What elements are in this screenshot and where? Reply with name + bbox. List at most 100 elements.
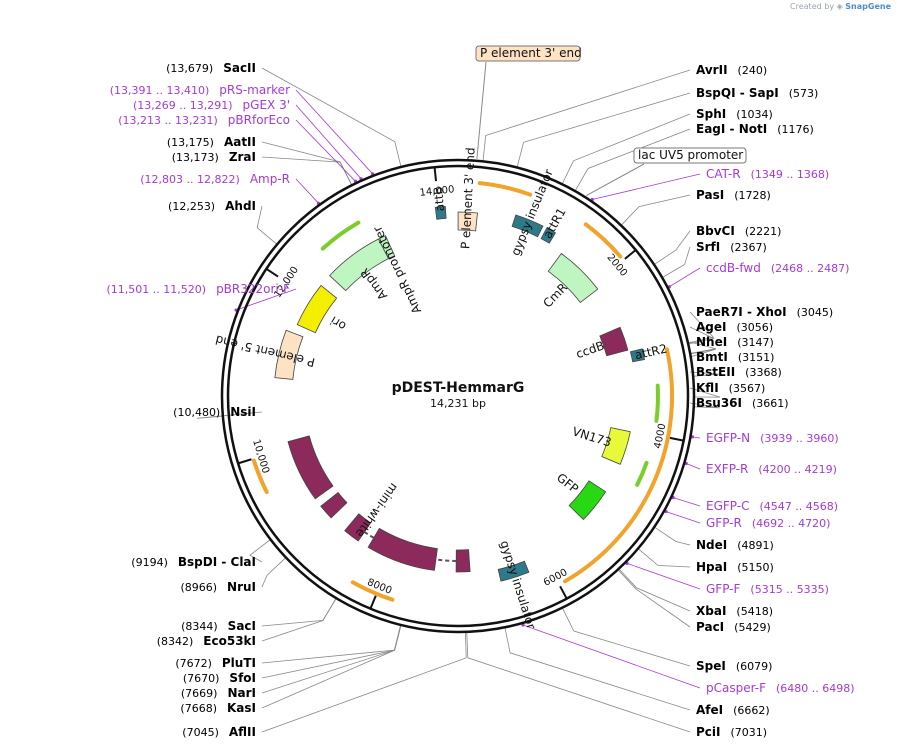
primer-label: EGFP-N (3939 .. 3960) bbox=[706, 431, 839, 445]
feature-insulator bbox=[497, 560, 530, 582]
primer-range: (2468 .. 2487) bbox=[771, 262, 850, 275]
feature-insulator bbox=[540, 227, 557, 244]
site-leader bbox=[654, 230, 691, 265]
primer-label: ccdB-fwd (2468 .. 2487) bbox=[706, 261, 849, 275]
primer-label: GFP-F(5315 .. 5335) bbox=[706, 582, 829, 596]
primer-name: EGFP-N bbox=[706, 431, 750, 445]
plasmid-length: 14,231 bp bbox=[430, 397, 486, 410]
site-leader bbox=[689, 348, 716, 358]
feature-insulator bbox=[434, 205, 447, 220]
primer-leader bbox=[686, 463, 701, 470]
primer-label: EXFP-R(4200 .. 4219) bbox=[706, 462, 837, 476]
primer-leader bbox=[669, 267, 701, 288]
primer-range: (13,213 .. 13,231) bbox=[118, 114, 218, 127]
primer-leader bbox=[627, 563, 701, 590]
site-label: SpeI(6079) bbox=[696, 659, 772, 673]
site-leader bbox=[562, 608, 691, 667]
site-leader bbox=[466, 632, 691, 733]
feature-label: VN173 bbox=[571, 424, 613, 449]
site-label: PciI(7031) bbox=[696, 725, 767, 739]
site-position: (7045) bbox=[182, 726, 219, 739]
snapgene-logo-icon: ◈ bbox=[836, 2, 843, 11]
site-leader bbox=[689, 387, 721, 398]
site-sep: - bbox=[725, 122, 738, 136]
feature-label: attR2 bbox=[634, 341, 669, 362]
site-position: (3056) bbox=[736, 321, 773, 334]
tick-mark bbox=[669, 436, 684, 442]
site-position: (2367) bbox=[730, 241, 767, 254]
site-label: (13,175)AatII bbox=[167, 135, 256, 149]
feature-white bbox=[599, 326, 629, 357]
site-position: (10,480) bbox=[173, 406, 220, 419]
tick-label: 4000 bbox=[653, 423, 669, 450]
primer-range: (4200 .. 4219) bbox=[758, 463, 837, 476]
site-name: PluTI bbox=[222, 656, 256, 670]
feature-insulator bbox=[511, 214, 544, 238]
site-leader bbox=[482, 69, 691, 161]
site-leader bbox=[575, 128, 691, 191]
primer-label: EGFP-C(4547 .. 4568) bbox=[706, 499, 838, 513]
site-label: PaeR7I - XhoI(3045) bbox=[696, 305, 833, 319]
tick-mark bbox=[369, 595, 377, 610]
primer-label: (12,803 .. 12,822)Amp-R bbox=[140, 172, 290, 186]
site-name: XbaI bbox=[696, 604, 726, 618]
annotation-arrows bbox=[251, 181, 675, 602]
primer-name: pGEX 3' bbox=[243, 98, 290, 112]
site-name: HpaI bbox=[696, 560, 727, 574]
primer-leader bbox=[295, 119, 356, 182]
tick-label: 14,000 bbox=[419, 184, 455, 198]
orange-annotation-arrow bbox=[350, 580, 395, 602]
tick-mark bbox=[265, 268, 279, 278]
site-name: AfeI bbox=[696, 703, 723, 717]
primer-leader bbox=[295, 178, 319, 204]
site-sep: - bbox=[743, 305, 756, 319]
map-center: pDEST-HemmarG 14,231 bp bbox=[392, 380, 525, 410]
site-name: NruI bbox=[227, 580, 256, 594]
backbone bbox=[220, 158, 696, 634]
primer-range: (11,501 .. 11,520) bbox=[107, 283, 207, 296]
site-leader bbox=[261, 67, 402, 167]
site-leader bbox=[261, 632, 467, 733]
site-name: SacI bbox=[228, 619, 256, 633]
feature-pelement bbox=[457, 211, 478, 232]
primer-name: ccdB-fwd bbox=[706, 261, 761, 275]
site-leader bbox=[638, 548, 691, 568]
primer-name: pCasper-F bbox=[706, 681, 766, 695]
site-position: (9194) bbox=[131, 556, 168, 569]
site-label: (12,253)AhdI bbox=[168, 199, 256, 213]
feature-vn bbox=[601, 427, 631, 465]
site-leader bbox=[688, 311, 715, 344]
feature-insulator bbox=[629, 348, 645, 363]
feature-amp bbox=[547, 252, 599, 304]
site-leader bbox=[261, 625, 402, 709]
primer-range: (12,803 .. 12,822) bbox=[140, 173, 240, 186]
feature-label: attB bbox=[431, 186, 447, 212]
site-name: BstEII bbox=[696, 365, 735, 379]
feature-label: ori bbox=[328, 313, 349, 333]
plasmid-name: pDEST-HemmarG bbox=[392, 380, 525, 396]
site-label: AgeI(3056) bbox=[696, 320, 773, 334]
site-leader bbox=[261, 598, 337, 627]
tick-mark bbox=[433, 167, 438, 182]
mini-white-exon bbox=[367, 527, 438, 571]
primer-leader bbox=[295, 104, 362, 179]
feature-pelement bbox=[274, 329, 304, 380]
site-label: (7668)KasI bbox=[180, 701, 256, 715]
feature-ori bbox=[296, 284, 338, 334]
site-sep: - bbox=[217, 555, 230, 569]
site-position: (8966) bbox=[180, 581, 217, 594]
site-label: EagI - NotI(1176) bbox=[696, 122, 814, 136]
primer-range: (3939 .. 3960) bbox=[760, 432, 839, 445]
site-leader bbox=[256, 205, 277, 245]
site-label: NheI(3147) bbox=[696, 335, 774, 349]
site-label: AvrII(240) bbox=[696, 63, 767, 77]
primer-name: pBRforEco bbox=[228, 113, 290, 127]
tick-label: 6000 bbox=[542, 567, 570, 589]
site-label: (7670)SfoI bbox=[183, 671, 256, 685]
site-label: KflI(3567) bbox=[696, 381, 765, 395]
orange-annotation-arrow bbox=[583, 222, 623, 259]
leader-lines bbox=[196, 61, 721, 733]
site-position: (3368) bbox=[745, 366, 782, 379]
site-leader bbox=[196, 411, 263, 419]
site-name: ZraI bbox=[229, 150, 256, 164]
